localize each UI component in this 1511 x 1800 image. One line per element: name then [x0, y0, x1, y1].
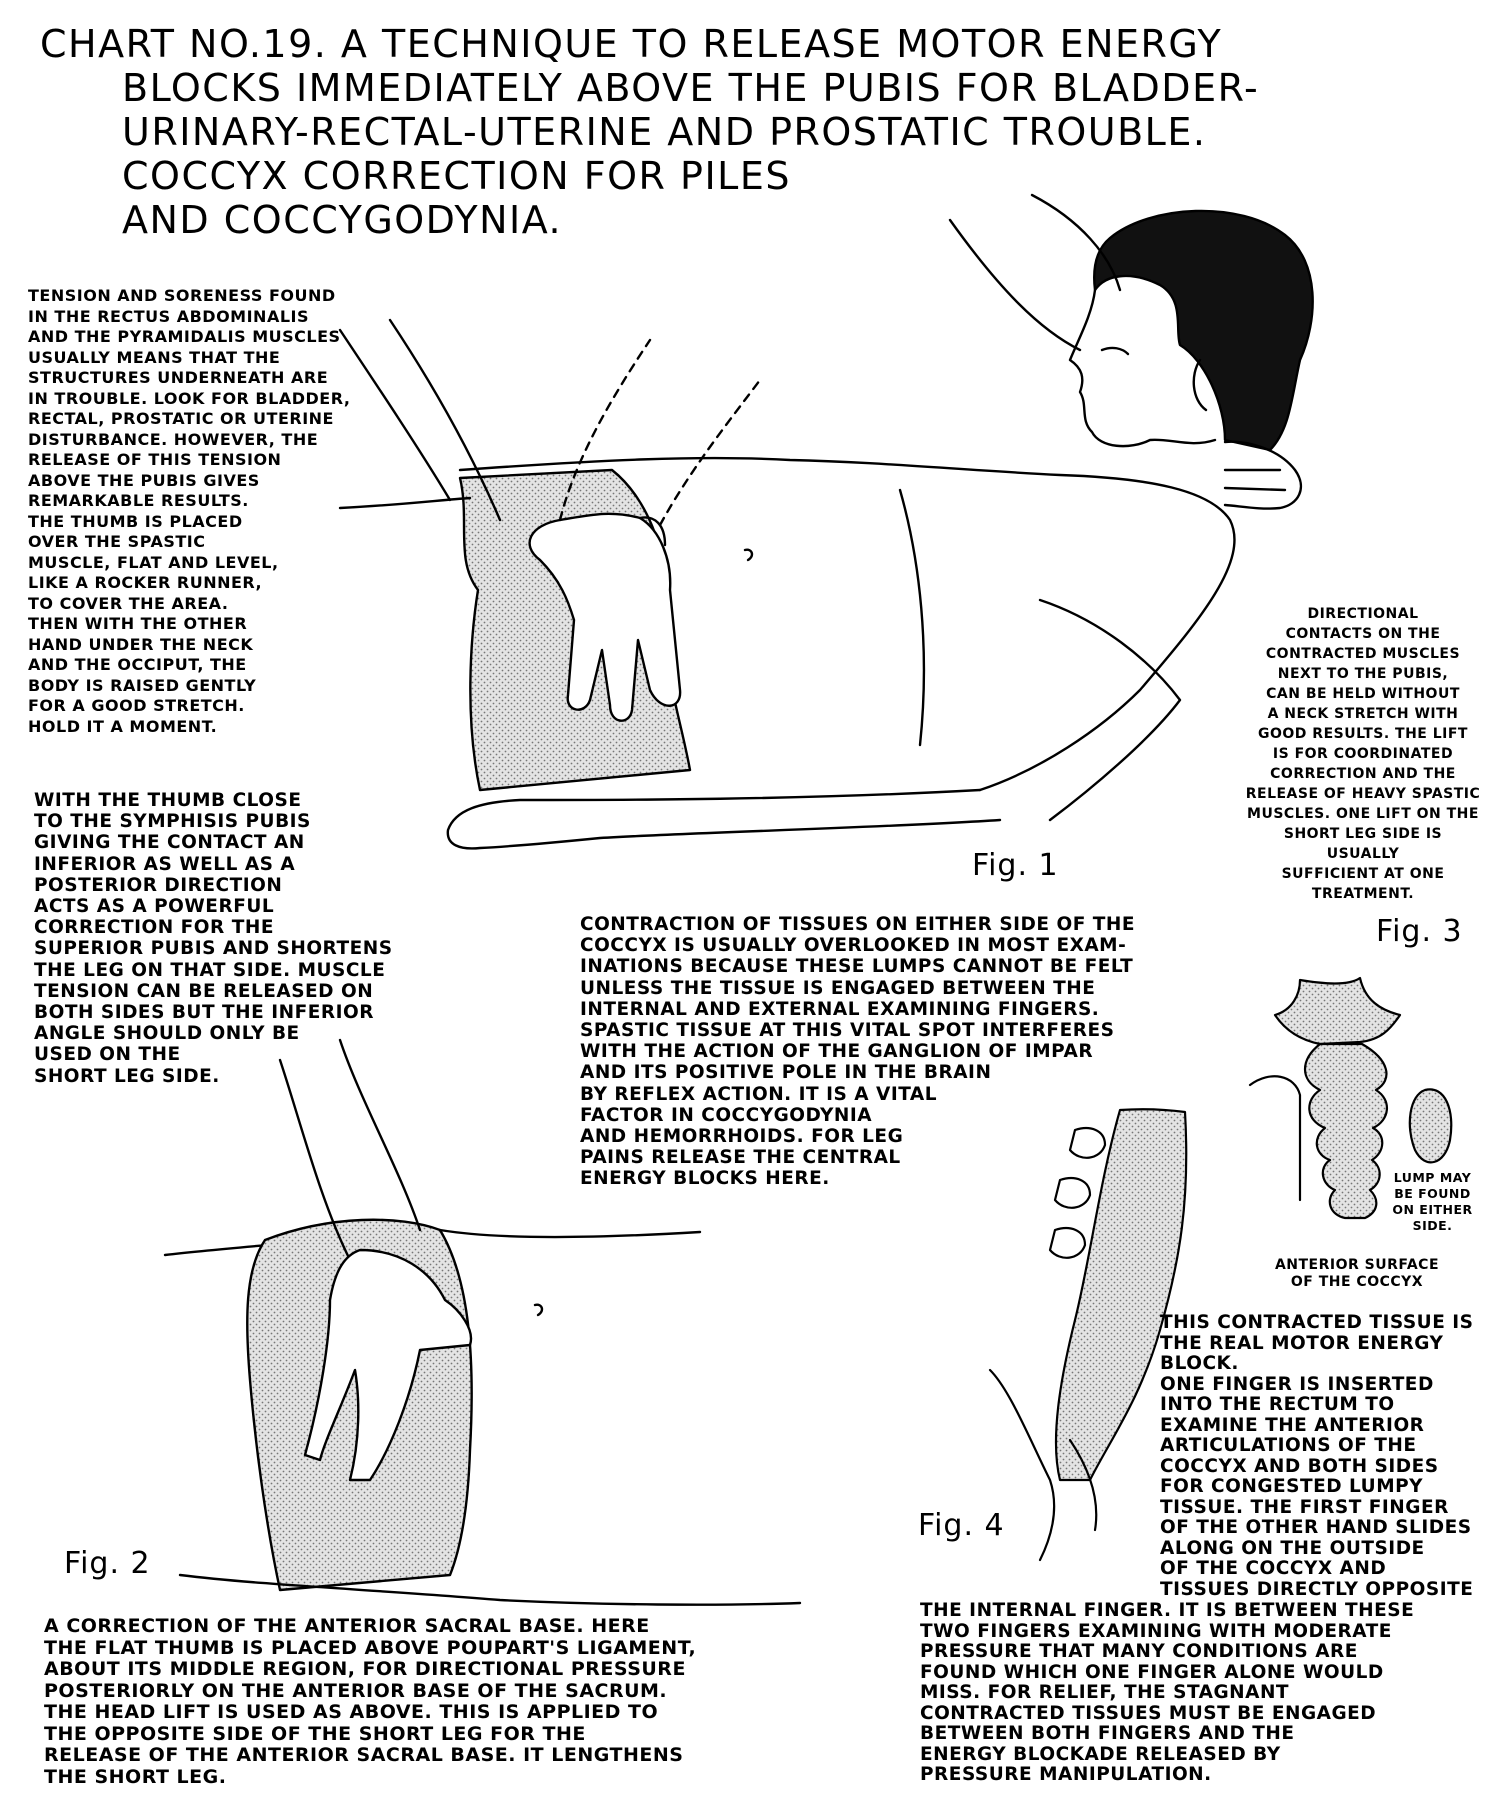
text-internal-finger: THE INTERNAL FINGER. IT IS BETWEEN THESE…	[920, 1600, 1415, 1785]
lump	[1408, 1088, 1453, 1164]
text-directional-contacts: DIRECTIONAL CONTACTS ON THE CONTRACTED M…	[1245, 606, 1481, 902]
guide-line-1	[558, 338, 652, 522]
fig2-navel	[533, 1303, 544, 1317]
fig2-flank	[438, 1228, 702, 1239]
figure-label-1: Fig. 1	[972, 848, 1059, 883]
title-line-1: CHART NO.19. A TECHNIQUE TO RELEASE MOTO…	[40, 22, 1223, 66]
vertebra-3	[1048, 1227, 1087, 1259]
text-lump-note: LUMP MAY BE FOUND ON EITHER SIDE.	[1392, 1170, 1473, 1233]
fig2-hand	[303, 1248, 473, 1482]
patient-forearm	[446, 788, 1002, 850]
navel	[743, 548, 754, 562]
patient-hair	[1093, 209, 1314, 452]
fig4-illustration	[988, 1108, 1188, 1562]
sacrum-column	[1054, 1108, 1188, 1482]
vertebra-2	[1053, 1177, 1092, 1209]
waist-line	[338, 496, 472, 510]
text-contraction-coccyx: CONTRACTION OF TISSUES ON EITHER SIDE OF…	[580, 914, 1136, 1190]
fig2-arm-left	[278, 1058, 352, 1262]
practitioner-hand	[528, 512, 682, 722]
patient-face	[1068, 288, 1217, 448]
patient-sleeve	[1038, 598, 1182, 822]
patient-chest	[458, 456, 1236, 792]
patient-ear	[1192, 358, 1208, 412]
internal-finger	[1068, 1438, 1098, 1532]
practitioner-forearm-left	[338, 328, 452, 502]
text-thumb-symphisis: WITH THE THUMB CLOSE TO THE SYMPHISIS PU…	[34, 790, 393, 1087]
patient-eye	[1100, 346, 1130, 356]
text-tension-soreness: TENSION AND SORENESS FOUND IN THE RECTUS…	[28, 286, 351, 736]
title-line-4: COCCYX CORRECTION FOR PILES	[122, 154, 791, 198]
text-sacral-base: A CORRECTION OF THE ANTERIOR SACRAL BASE…	[44, 1615, 697, 1788]
fig1-illustration	[338, 193, 1314, 850]
patient-shoulder	[898, 488, 926, 747]
vertebra-1	[1068, 1127, 1107, 1159]
fig2-illustration	[163, 1038, 802, 1606]
title-line-2: BLOCKS IMMEDIATELY ABOVE THE PUBIS FOR B…	[122, 66, 1260, 110]
sacrum-top	[1273, 976, 1402, 1046]
title-line-3: URINARY-RECTAL-UTERINE AND PROSTATIC TRO…	[122, 110, 1207, 154]
guide-line-2	[658, 378, 762, 527]
coccyx-segments	[1304, 1042, 1388, 1220]
figure-label-2: Fig. 2	[64, 1546, 151, 1581]
thumb	[638, 516, 667, 547]
supporting-hand	[1223, 440, 1302, 510]
text-anterior-surface: ANTERIOR SURFACE OF THE COCCYX	[1274, 1257, 1440, 1290]
fig3-illustration	[1248, 976, 1453, 1220]
fig2-lower-line	[178, 1573, 802, 1606]
practitioner-forearm-right	[388, 318, 502, 522]
figure-label-4: Fig. 4	[918, 1508, 1005, 1543]
text-contracted-tissue: THIS CONTRACTED TISSUE IS THE REAL MOTOR…	[1160, 1312, 1474, 1600]
practitioner-arm-line	[948, 193, 1122, 352]
title-line-5: AND COCCYGODYNIA.	[122, 198, 563, 242]
fig2-arm-right	[338, 1038, 422, 1232]
figure-label-3: Fig. 3	[1376, 914, 1463, 949]
external-finger	[988, 1368, 1056, 1562]
finger-contact	[1248, 1075, 1302, 1202]
